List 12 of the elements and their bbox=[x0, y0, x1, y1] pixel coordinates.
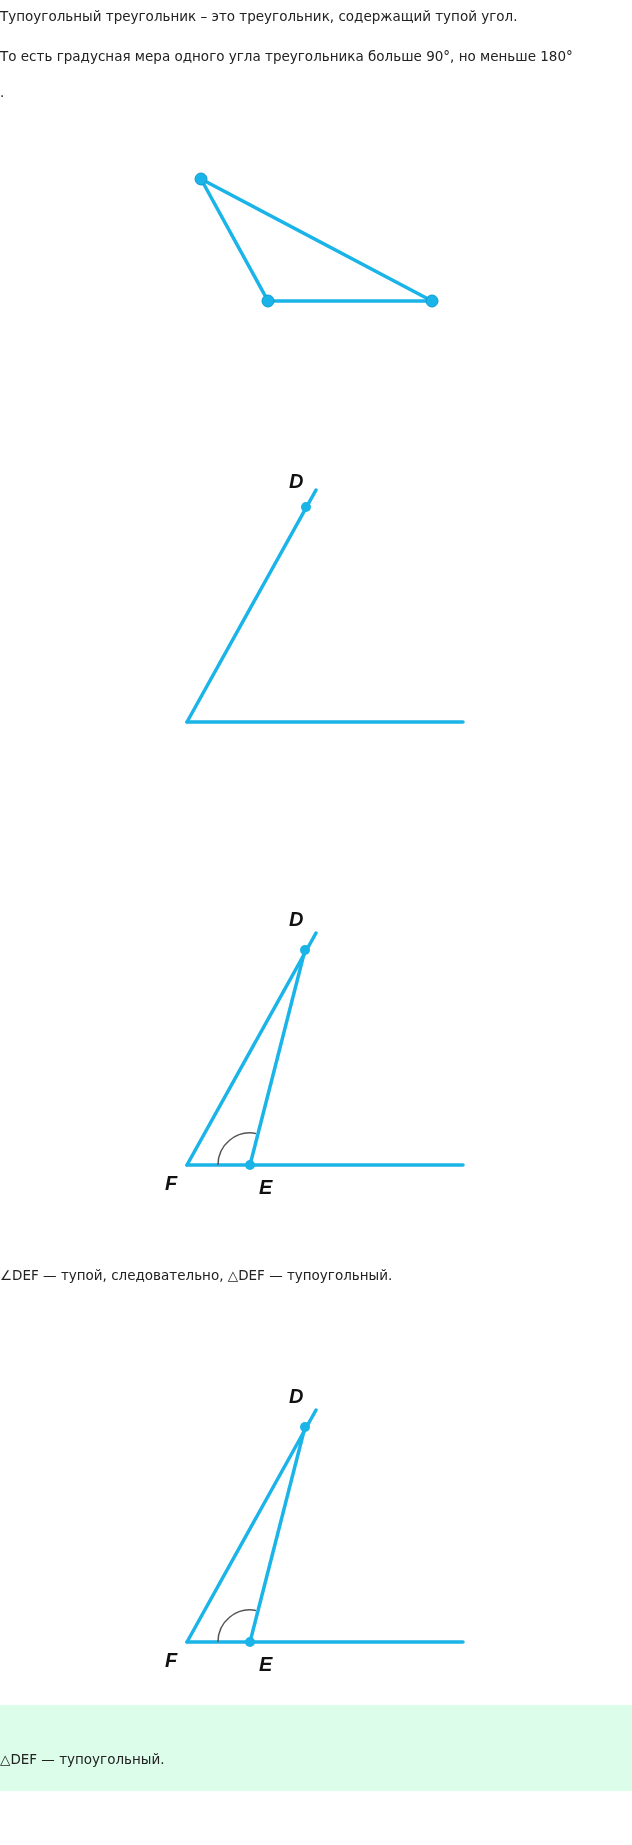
point-label: E bbox=[259, 1653, 273, 1676]
point-label: D bbox=[289, 1385, 304, 1408]
definition-text: Тупоугольный треугольник – это треугольник, содержащий тупой угол. bbox=[0, 8, 518, 24]
punctuation-text: . bbox=[0, 84, 5, 100]
point-label: F bbox=[165, 1172, 178, 1195]
point-label: E bbox=[259, 1176, 273, 1199]
point-label: F bbox=[165, 1649, 178, 1672]
answer-text: △DEF — тупоугольный. bbox=[0, 1751, 165, 1767]
explanation-text: ∠DEF — тупой, следовательно, △DEF — тупоугольный. bbox=[0, 1267, 393, 1283]
point-label: D bbox=[289, 470, 304, 493]
point-label: D bbox=[289, 908, 304, 931]
definition-text: То есть градусная мера одного угла треугольника больше 90°, но меньше 180° bbox=[0, 48, 573, 64]
